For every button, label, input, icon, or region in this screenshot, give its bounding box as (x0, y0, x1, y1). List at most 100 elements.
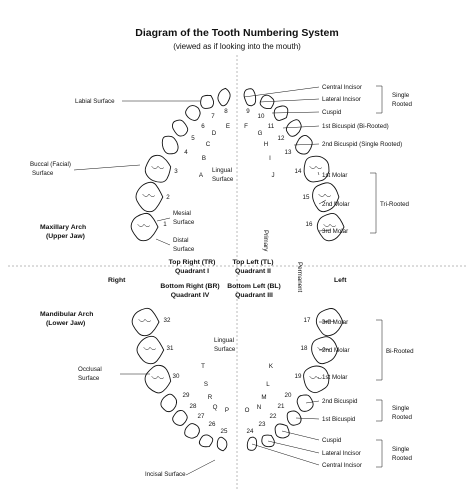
upper-letter-C: C (206, 141, 211, 148)
upper-letter-G: G (258, 130, 263, 137)
upper-number-5: 5 (191, 135, 195, 142)
upper-letter-H: H (264, 141, 268, 148)
upper-tooth-15-fissure (318, 193, 332, 197)
group-lower-bi-rooted: Bi-Rooted (386, 348, 414, 355)
lower-type-5-leader (281, 430, 320, 441)
lower-tooth-21 (286, 410, 302, 426)
lower-letter-M: M (261, 394, 266, 401)
quadrant-4-label: Bottom Right (BR)Quadrant IV (160, 283, 219, 299)
lower-tooth-30 (144, 364, 172, 394)
lower-type-6: Lateral Incisor (322, 450, 361, 457)
lower-number-21: 21 (278, 403, 285, 410)
lower-tooth-27-outline (184, 423, 200, 439)
upper-tooth-11 (273, 105, 289, 121)
quadrant-2-label: Top Left (TL)Quadrant II (232, 259, 273, 275)
quadrant-1-label: Top Right (TR)Quadrant I (169, 259, 216, 275)
upper-tooth-7-outline (200, 94, 215, 109)
upper-letter-E: E (226, 123, 230, 130)
lower-number-31: 31 (167, 345, 174, 352)
lower-tooth-24 (246, 436, 258, 451)
lower-tooth-21-outline (286, 410, 302, 426)
upper-tooth-10-outline (259, 94, 275, 110)
bracket-lower-single-1 (376, 399, 383, 422)
lower-type-3: 2nd Bicuspid (322, 398, 358, 405)
diagram-subtitle: (viewed as if looking into the mouth) (173, 42, 301, 51)
primary-label: Primary (262, 230, 269, 252)
upper-number-6: 6 (201, 123, 205, 130)
upper-type-1-leader (259, 98, 320, 103)
lower-type-4-leader (295, 417, 320, 420)
lower-type-2: 1st Molar (322, 374, 347, 381)
lower-letter-N: N (257, 404, 261, 411)
lower-tooth-20 (296, 394, 314, 412)
bracket-upper-single (376, 85, 383, 114)
lower-type-5: Cuspid (322, 437, 342, 444)
upper-tooth-14 (303, 155, 330, 183)
upper-number-4: 4 (184, 149, 188, 156)
upper-type-4-leader (293, 143, 320, 146)
maxillary-arch-label: Maxillary Arch(Upper Jaw) (40, 224, 86, 240)
upper-tooth-5 (172, 119, 189, 137)
upper-number-9: 9 (246, 108, 250, 115)
upper-tooth-8-outline (217, 87, 231, 107)
lower-type-2-leader (317, 376, 320, 379)
lower-tooth-29 (160, 393, 178, 413)
upper-type-7-leader (318, 229, 332, 232)
lower-number-28: 28 (190, 403, 197, 410)
diagram-title: Diagram of the Tooth Numbering System (135, 27, 338, 39)
upper-number-8: 8 (224, 108, 228, 115)
upper-type-1: Lateral Incisor (322, 96, 361, 103)
upper-tooth-6-outline (185, 105, 201, 121)
lower-number-32: 32 (164, 317, 171, 324)
upper-tooth-12 (285, 119, 302, 137)
upper-tooth-14-fissure (309, 165, 323, 169)
lower-type-7-leader (251, 443, 320, 466)
lower-tooth-32-outline (131, 307, 160, 337)
upper-tooth-5-outline (172, 119, 189, 137)
lower-tooth-20-outline (296, 394, 314, 412)
lower-number-23: 23 (259, 421, 266, 428)
lower-tooth-31-fissure (143, 346, 157, 350)
distal-leader (155, 238, 171, 246)
upper-tooth-2 (135, 181, 164, 213)
upper-tooth-8 (217, 87, 231, 107)
upper-number-2: 2 (166, 194, 170, 201)
upper-number-3: 3 (174, 168, 178, 175)
upper-letter-A: A (199, 172, 204, 179)
lower-number-19: 19 (295, 373, 302, 380)
lower-tooth-28 (172, 410, 188, 426)
upper-letter-B: B (202, 155, 206, 162)
upper-type-0: Central Incisor (322, 84, 362, 91)
lower-number-26: 26 (209, 421, 216, 428)
lower-letter-S: S (204, 381, 208, 388)
upper-tooth-4-outline (161, 135, 179, 155)
upper-tooth-3 (144, 154, 172, 183)
upper-number-12: 12 (278, 135, 285, 142)
upper-letter-J: J (271, 172, 274, 179)
upper-tooth-3-outline (144, 154, 172, 183)
upper-type-6-leader (318, 199, 327, 205)
lower-tooth-19 (303, 365, 330, 394)
incisal-leader (185, 459, 216, 476)
lower-letter-Q: Q (213, 404, 218, 411)
lower-number-29: 29 (183, 392, 190, 399)
upper-type-7: 3rd Molar (322, 228, 348, 235)
lower-tooth-32 (131, 307, 160, 337)
left-label: Left (334, 277, 347, 284)
upper-tooth-1 (130, 212, 159, 242)
lower-number-27: 27 (198, 413, 205, 420)
upper-tooth-15 (312, 182, 340, 213)
lower-tooth-31-outline (136, 335, 165, 365)
upper-number-15: 15 (303, 194, 310, 201)
upper-tooth-2-outline (135, 181, 164, 213)
upper-number-13: 13 (285, 149, 292, 156)
permanent-label: Permanent (296, 262, 303, 293)
upper-tooth-3-fissure (151, 165, 165, 169)
upper-tooth-10 (259, 94, 275, 110)
upper-tooth-4 (161, 135, 179, 155)
upper-number-1: 1 (163, 221, 167, 228)
